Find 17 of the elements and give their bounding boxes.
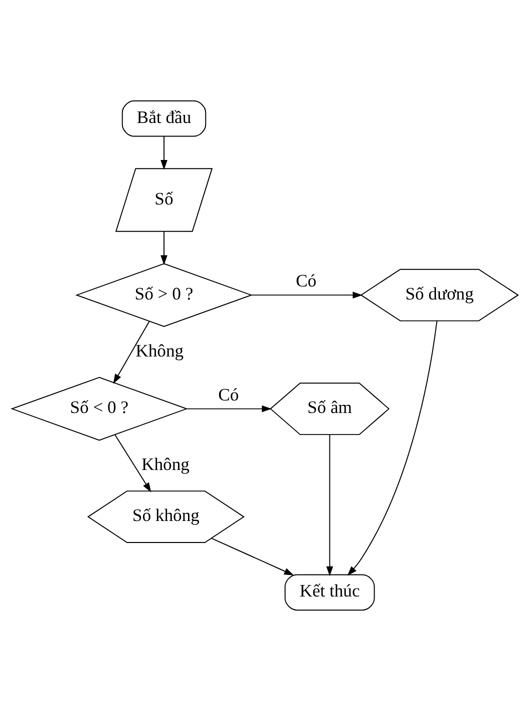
edge-label: Không <box>141 454 190 474</box>
edge-label: Có <box>296 270 316 291</box>
node-diamond: Số > 0 ? <box>75 263 253 327</box>
arrow <box>160 136 168 170</box>
arrow <box>347 320 438 576</box>
arrow <box>160 230 168 265</box>
arrow <box>114 434 152 492</box>
arrow <box>251 292 363 298</box>
edge-label: Không <box>136 340 184 360</box>
arrow <box>326 434 334 576</box>
arrow <box>186 405 272 412</box>
node-box: Bắt đầu <box>122 100 206 137</box>
edge-label: Có <box>218 384 239 404</box>
node-box: Kết thúc <box>284 574 375 611</box>
node-diamond: Số < 0 ? <box>10 376 188 441</box>
arrow <box>211 538 294 576</box>
arrow <box>113 320 150 384</box>
